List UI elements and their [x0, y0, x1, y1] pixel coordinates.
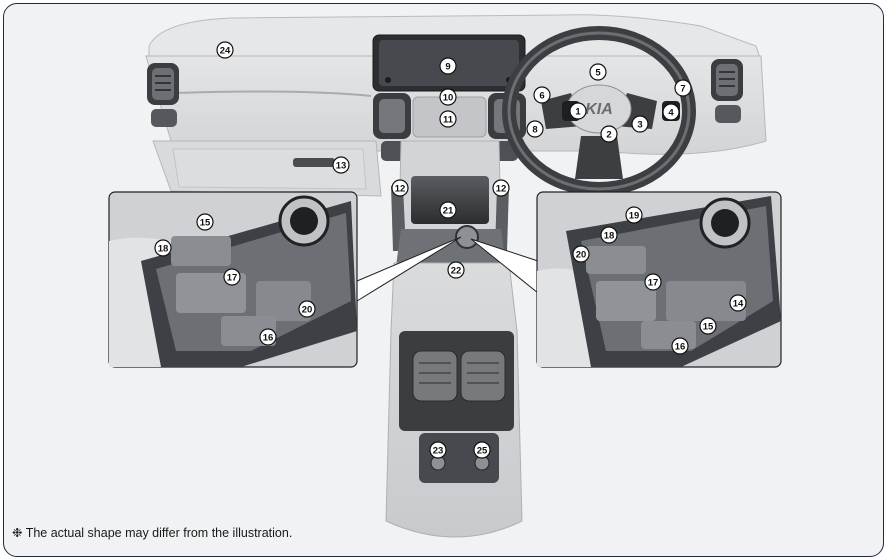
callout-11: 11 — [439, 110, 457, 128]
svg-text:8: 8 — [532, 125, 537, 136]
left-side-vent — [147, 63, 179, 127]
svg-text:12: 12 — [395, 184, 406, 195]
callout-3: 3 — [631, 115, 649, 133]
callout-23: 23 — [429, 441, 447, 459]
callout-14-right-inset: 14 — [729, 294, 747, 312]
svg-text:23: 23 — [433, 446, 444, 457]
dashboard-trim-line — [175, 90, 372, 97]
svg-text:1: 1 — [575, 107, 581, 118]
svg-text:7: 7 — [680, 84, 685, 95]
svg-text:16: 16 — [675, 342, 686, 353]
svg-text:11: 11 — [443, 115, 454, 126]
svg-text:19: 19 — [629, 211, 640, 222]
svg-text:18: 18 — [158, 244, 169, 255]
callout-10: 10 — [439, 88, 457, 106]
callout-21: 21 — [439, 201, 457, 219]
svg-text:4: 4 — [668, 108, 674, 119]
footnote: ❉ The actual shape may differ from the i… — [12, 526, 293, 540]
callout-17-right-inset: 17 — [644, 273, 662, 291]
shift-dial — [455, 225, 479, 249]
callout-2: 2 — [600, 125, 618, 143]
svg-text:3: 3 — [637, 120, 642, 131]
callout-16-left-inset: 16 — [259, 328, 277, 346]
svg-text:17: 17 — [227, 273, 238, 284]
right-detail-inset — [536, 191, 782, 368]
svg-text:17: 17 — [648, 278, 659, 289]
callout-8: 8 — [526, 120, 544, 138]
glovebox-handle — [293, 158, 335, 167]
right-side-vent — [711, 59, 743, 123]
wireless-charging-pad — [411, 176, 489, 224]
svg-text:25: 25 — [477, 446, 488, 457]
callout-20-left-inset: 20 — [298, 300, 316, 318]
callout-20-right-inset: 20 — [572, 245, 590, 263]
leader-line-right — [470, 238, 539, 294]
svg-text:24: 24 — [220, 46, 231, 57]
callout-18-right-inset: 18 — [600, 226, 618, 244]
callout-25: 25 — [473, 441, 491, 459]
svg-text:6: 6 — [539, 91, 544, 102]
svg-text:12: 12 — [496, 184, 507, 195]
callout-9: 9 — [439, 57, 457, 75]
svg-text:20: 20 — [302, 305, 313, 316]
callout-4: 4 — [662, 103, 680, 121]
svg-text:20: 20 — [576, 250, 587, 261]
illustration-frame: KIA 1 2 3 4 5 6 7 8 9 10 11 1 — [3, 3, 884, 557]
steering-wheel: KIA — [502, 26, 696, 196]
svg-text:15: 15 — [703, 322, 714, 333]
svg-text:18: 18 — [604, 231, 615, 242]
callout-18-left-inset: 18 — [154, 239, 172, 257]
dashboard-illustration: KIA 1 2 3 4 5 6 7 8 9 10 11 1 — [108, 14, 782, 538]
callout-15-left-inset: 15 — [196, 213, 214, 231]
svg-text:5: 5 — [595, 68, 601, 79]
callout-1: 1 — [569, 102, 587, 120]
svg-text:13: 13 — [336, 161, 347, 172]
svg-text:10: 10 — [443, 93, 454, 104]
callout-12-right: 12 — [492, 179, 510, 197]
callout-22: 22 — [447, 261, 465, 279]
callout-19-right-inset: 19 — [625, 206, 643, 224]
callout-24: 24 — [216, 41, 234, 59]
svg-text:9: 9 — [445, 62, 450, 73]
callout-15-right-inset: 15 — [699, 317, 717, 335]
rear-air-vents — [412, 350, 506, 402]
callout-7: 7 — [674, 79, 692, 97]
svg-text:2: 2 — [606, 130, 611, 141]
callout-17-left-inset: 17 — [223, 268, 241, 286]
svg-text:21: 21 — [443, 206, 454, 217]
svg-text:16: 16 — [263, 333, 274, 344]
callout-6: 6 — [533, 86, 551, 104]
callout-5: 5 — [589, 63, 607, 81]
callout-16-right-inset: 16 — [671, 337, 689, 355]
brand-logo: KIA — [585, 101, 613, 118]
callout-13: 13 — [332, 156, 350, 174]
svg-text:15: 15 — [200, 218, 211, 229]
svg-text:22: 22 — [451, 266, 462, 277]
leader-line-left — [356, 236, 462, 302]
callout-12-left: 12 — [391, 179, 409, 197]
svg-text:14: 14 — [733, 299, 744, 310]
